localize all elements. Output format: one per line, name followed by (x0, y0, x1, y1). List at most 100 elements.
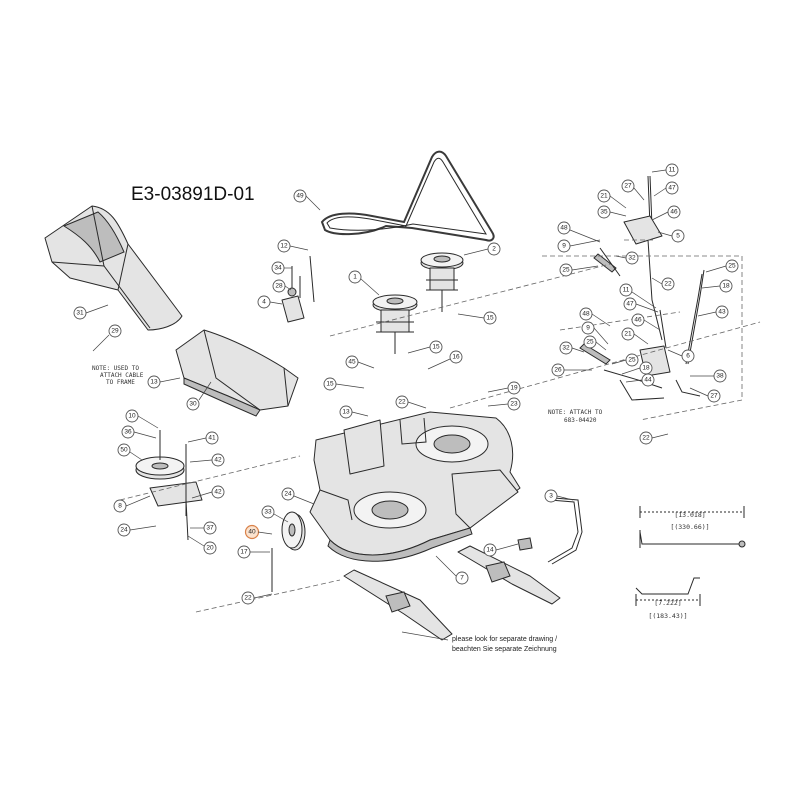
idler-pulley-33 (271, 511, 306, 592)
svg-text:48: 48 (560, 225, 568, 232)
svg-text:45: 45 (348, 359, 356, 366)
callout-40[interactable]: 40 (244, 524, 273, 540)
callout-42-lower[interactable]: 42 (191, 485, 225, 499)
callout-22-upper-right[interactable]: 22 (651, 277, 675, 291)
callout-18-right[interactable]: 18 (701, 279, 733, 293)
callout-13-center[interactable]: 13 (339, 405, 369, 419)
callout-37[interactable]: 37 (190, 521, 217, 535)
callout-4[interactable]: 4 (257, 295, 283, 309)
svg-text:44: 44 (644, 377, 652, 384)
callout-28[interactable]: 28 (272, 279, 292, 293)
callout-14[interactable]: 14 (483, 543, 519, 557)
callout-9-middle[interactable]: 9 (581, 321, 609, 345)
svg-text:48: 48 (582, 311, 590, 318)
callout-33[interactable]: 33 (261, 505, 289, 523)
callout-13-left[interactable]: 13 (147, 375, 181, 389)
callout-23[interactable]: 23 (487, 397, 521, 411)
callout-34[interactable]: 34 (271, 261, 292, 275)
svg-text:6: 6 (686, 353, 690, 360)
svg-text:20: 20 (206, 545, 214, 552)
callout-47-top[interactable]: 47 (653, 181, 679, 197)
callout-49[interactable]: 49 (293, 189, 321, 211)
callout-21-top[interactable]: 21 (597, 189, 627, 209)
lift-linkage-upper (593, 175, 705, 365)
callout-36[interactable]: 36 (121, 425, 157, 439)
callout-8[interactable]: 8 (113, 495, 151, 513)
callout-6[interactable]: 6 (667, 349, 695, 363)
callout-30[interactable]: 30 (186, 381, 212, 411)
callout-17[interactable]: 17 (237, 545, 270, 559)
callout-27-lower[interactable]: 27 (689, 387, 721, 403)
svg-text:25: 25 (562, 267, 570, 274)
callout-5[interactable]: 5 (657, 229, 685, 243)
callout-47-middle[interactable]: 47 (623, 297, 659, 313)
callout-15-middle[interactable]: 15 (407, 340, 443, 354)
svg-text:9: 9 (562, 243, 566, 250)
callout-24-left[interactable]: 24 (117, 523, 157, 537)
callout-22-lower-right[interactable]: 22 (639, 431, 669, 445)
svg-text:38: 38 (716, 373, 724, 380)
callouts: 49 2 1 12 34 28 4 31 29 13 30 15 15 45 1… (73, 163, 739, 605)
callout-7[interactable]: 7 (435, 555, 469, 585)
assembly-boundary (119, 239, 761, 613)
svg-text:[(183.43)]: [(183.43)] (648, 612, 687, 620)
callout-20[interactable]: 20 (187, 535, 217, 555)
blades (343, 545, 561, 641)
callout-45[interactable]: 45 (345, 355, 375, 369)
svg-text:18: 18 (642, 365, 650, 372)
callout-32-middle[interactable]: 32 (559, 341, 585, 355)
bracket-assembly (281, 255, 315, 323)
callout-22-center[interactable]: 22 (395, 395, 427, 409)
svg-text:683-04420: 683-04420 (564, 417, 597, 424)
chute-deflector (175, 329, 299, 417)
callout-32-top[interactable]: 32 (615, 251, 639, 265)
callout-29[interactable]: 29 (92, 324, 122, 352)
svg-text:22: 22 (244, 595, 252, 602)
callout-46-middle[interactable]: 46 (631, 313, 661, 331)
callout-1[interactable]: 1 (348, 270, 380, 296)
svg-text:17: 17 (240, 549, 248, 556)
callout-21-middle[interactable]: 21 (621, 327, 649, 345)
callout-25-middle[interactable]: 25 (583, 335, 607, 351)
callout-11-middle[interactable]: 11 (619, 283, 657, 309)
callout-3[interactable]: 3 (544, 489, 574, 503)
svg-text:46: 46 (634, 317, 642, 324)
callout-25-right[interactable]: 25 (705, 259, 739, 273)
callout-15-lower[interactable]: 15 (323, 377, 365, 391)
callout-48-top[interactable]: 48 (557, 221, 601, 243)
callout-38[interactable]: 38 (690, 369, 727, 383)
spindle-pulley-1 (372, 294, 418, 354)
callout-31[interactable]: 31 (73, 304, 109, 320)
callout-48-middle[interactable]: 48 (579, 307, 611, 327)
callout-12[interactable]: 12 (277, 239, 309, 253)
svg-text:19: 19 (510, 385, 518, 392)
reference-note: please look for separate drawing / beach… (401, 631, 557, 653)
callout-25-lower[interactable]: 25 (611, 353, 639, 367)
svg-text:28: 28 (275, 283, 283, 290)
callout-43[interactable]: 43 (697, 305, 729, 319)
callout-35[interactable]: 35 (597, 205, 627, 219)
callout-9-top[interactable]: 9 (557, 239, 601, 253)
callout-46-top[interactable]: 46 (651, 205, 681, 221)
callout-26[interactable]: 26 (551, 363, 592, 377)
callout-25-top[interactable]: 25 (559, 263, 599, 277)
callout-44[interactable]: 44 (625, 373, 655, 387)
callout-22-lower-left[interactable]: 22 (241, 591, 273, 605)
svg-text:32: 32 (562, 345, 570, 352)
svg-text:[(330.66)]: [(330.66)] (670, 523, 709, 531)
callout-15-upper[interactable]: 15 (457, 311, 497, 325)
spindle-pulley-2 (420, 252, 464, 312)
callout-27-top[interactable]: 27 (621, 179, 645, 201)
callout-2[interactable]: 2 (463, 242, 501, 256)
svg-text:41: 41 (208, 435, 216, 442)
svg-text:9: 9 (586, 325, 590, 332)
svg-text:46: 46 (670, 209, 678, 216)
callout-42-upper[interactable]: 42 (189, 453, 225, 467)
callout-10[interactable]: 10 (125, 409, 159, 429)
callout-41[interactable]: 41 (187, 431, 219, 445)
callout-19[interactable]: 19 (487, 381, 521, 395)
callout-24-center[interactable]: 24 (281, 487, 315, 505)
callout-16[interactable]: 16 (427, 350, 463, 370)
callout-50[interactable]: 50 (117, 443, 143, 461)
callout-11-top[interactable]: 11 (651, 163, 679, 177)
